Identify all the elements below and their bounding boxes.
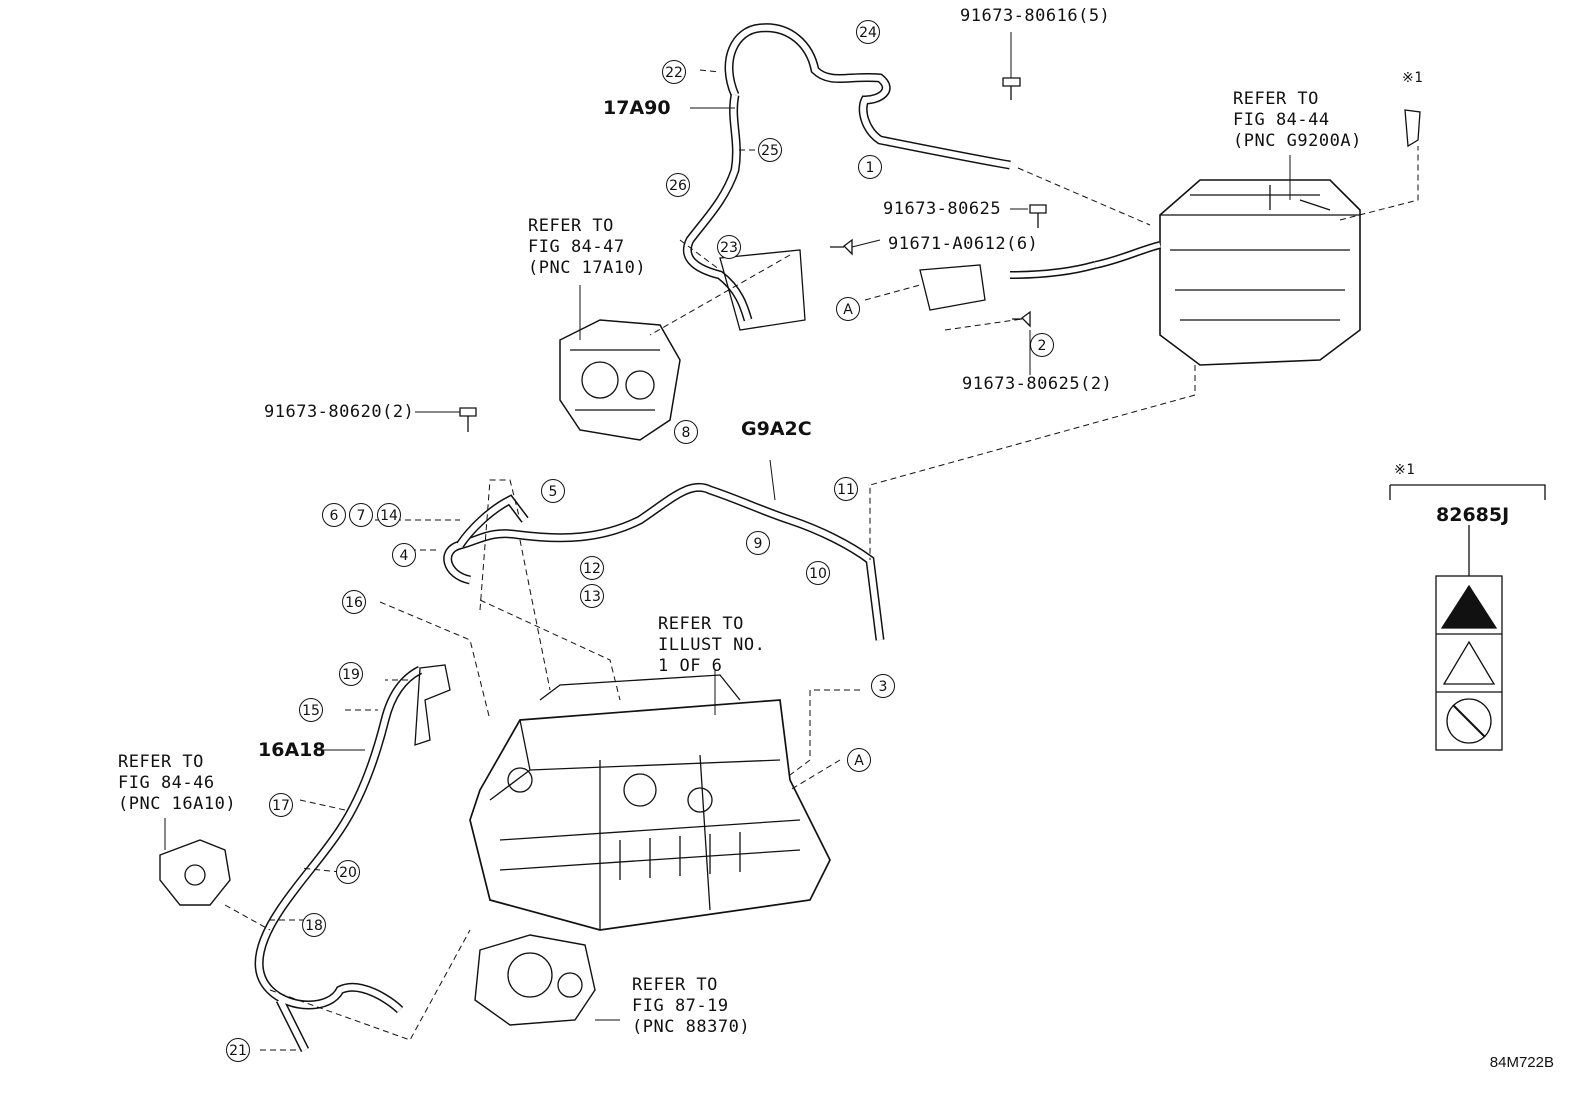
refer-note-g9200a: REFER TO FIG 84-44 (PNC G9200A) (1233, 89, 1362, 151)
part-number-91673-80625-2[interactable]: 91673-80625(2) (962, 374, 1113, 394)
callout-14[interactable]: 14 (377, 503, 401, 527)
note-mark-top: ※1 (1402, 70, 1424, 86)
callout-1[interactable]: 1 (858, 155, 882, 179)
note-mark-legend: ※1 (1394, 462, 1416, 478)
refer-note-88370: REFER TO FIG 87-19 (PNC 88370) (632, 975, 751, 1037)
callout-4[interactable]: 4 (392, 543, 416, 567)
assembly-17a90[interactable]: 17A90 (603, 97, 671, 119)
callout-9[interactable]: 9 (746, 531, 770, 555)
callout-2[interactable]: 2 (1030, 333, 1054, 357)
part-88370 (474, 934, 596, 1026)
callout-a-upper[interactable]: A (836, 297, 860, 321)
refer-note-16a10: REFER TO FIG 84-46 (PNC 16A10) (118, 752, 237, 814)
inverter-assembly (919, 179, 1361, 366)
callout-16[interactable]: 16 (342, 590, 366, 614)
callout-21[interactable]: 21 (226, 1038, 250, 1062)
assembly-16a18[interactable]: 16A18 (258, 739, 326, 761)
callout-19[interactable]: 19 (339, 662, 363, 686)
part-number-91671-a0612[interactable]: 91671-A0612(6) (888, 234, 1039, 254)
callout-3[interactable]: 3 (871, 674, 895, 698)
label-part-82685j[interactable]: 82685J (1436, 504, 1510, 526)
callout-a-lower[interactable]: A (847, 748, 871, 772)
callout-18[interactable]: 18 (302, 913, 326, 937)
callout-25[interactable]: 25 (758, 138, 782, 162)
small-tag (1404, 109, 1421, 148)
diagram-id: 84M722B (1489, 1054, 1554, 1071)
part-number-91673-80620[interactable]: 91673-80620(2) (264, 402, 415, 422)
bolts (459, 77, 1047, 432)
part-number-91673-80616[interactable]: 91673-80616(5) (960, 6, 1111, 26)
callout-7[interactable]: 7 (349, 503, 373, 527)
callout-15[interactable]: 15 (299, 698, 323, 722)
callout-17[interactable]: 17 (269, 793, 293, 817)
refer-note-17a10: REFER TO FIG 84-47 (PNC 17A10) (528, 216, 647, 278)
callout-5[interactable]: 5 (541, 479, 565, 503)
callout-11[interactable]: 11 (834, 477, 858, 501)
callout-6[interactable]: 6 (322, 503, 346, 527)
callout-10[interactable]: 10 (806, 561, 830, 585)
power-control-unit (469, 674, 831, 931)
connector-block (719, 249, 806, 331)
callout-13[interactable]: 13 (580, 584, 604, 608)
refer-note-illust: REFER TO ILLUST NO. 1 OF 6 (658, 614, 766, 676)
callout-12[interactable]: 12 (580, 556, 604, 580)
callout-20[interactable]: 20 (336, 860, 360, 884)
callout-22[interactable]: 22 (662, 60, 686, 84)
part-17a10 (559, 319, 681, 441)
part-number-91673-80625[interactable]: 91673-80625 (883, 199, 1002, 219)
callout-24[interactable]: 24 (856, 20, 880, 44)
callout-8[interactable]: 8 (674, 420, 698, 444)
callout-23[interactable]: 23 (717, 235, 741, 259)
assembly-g9a2c[interactable]: G9A2C (741, 418, 812, 440)
callout-26[interactable]: 26 (666, 173, 690, 197)
warning-label (1435, 575, 1503, 751)
part-16a10 (159, 839, 231, 906)
